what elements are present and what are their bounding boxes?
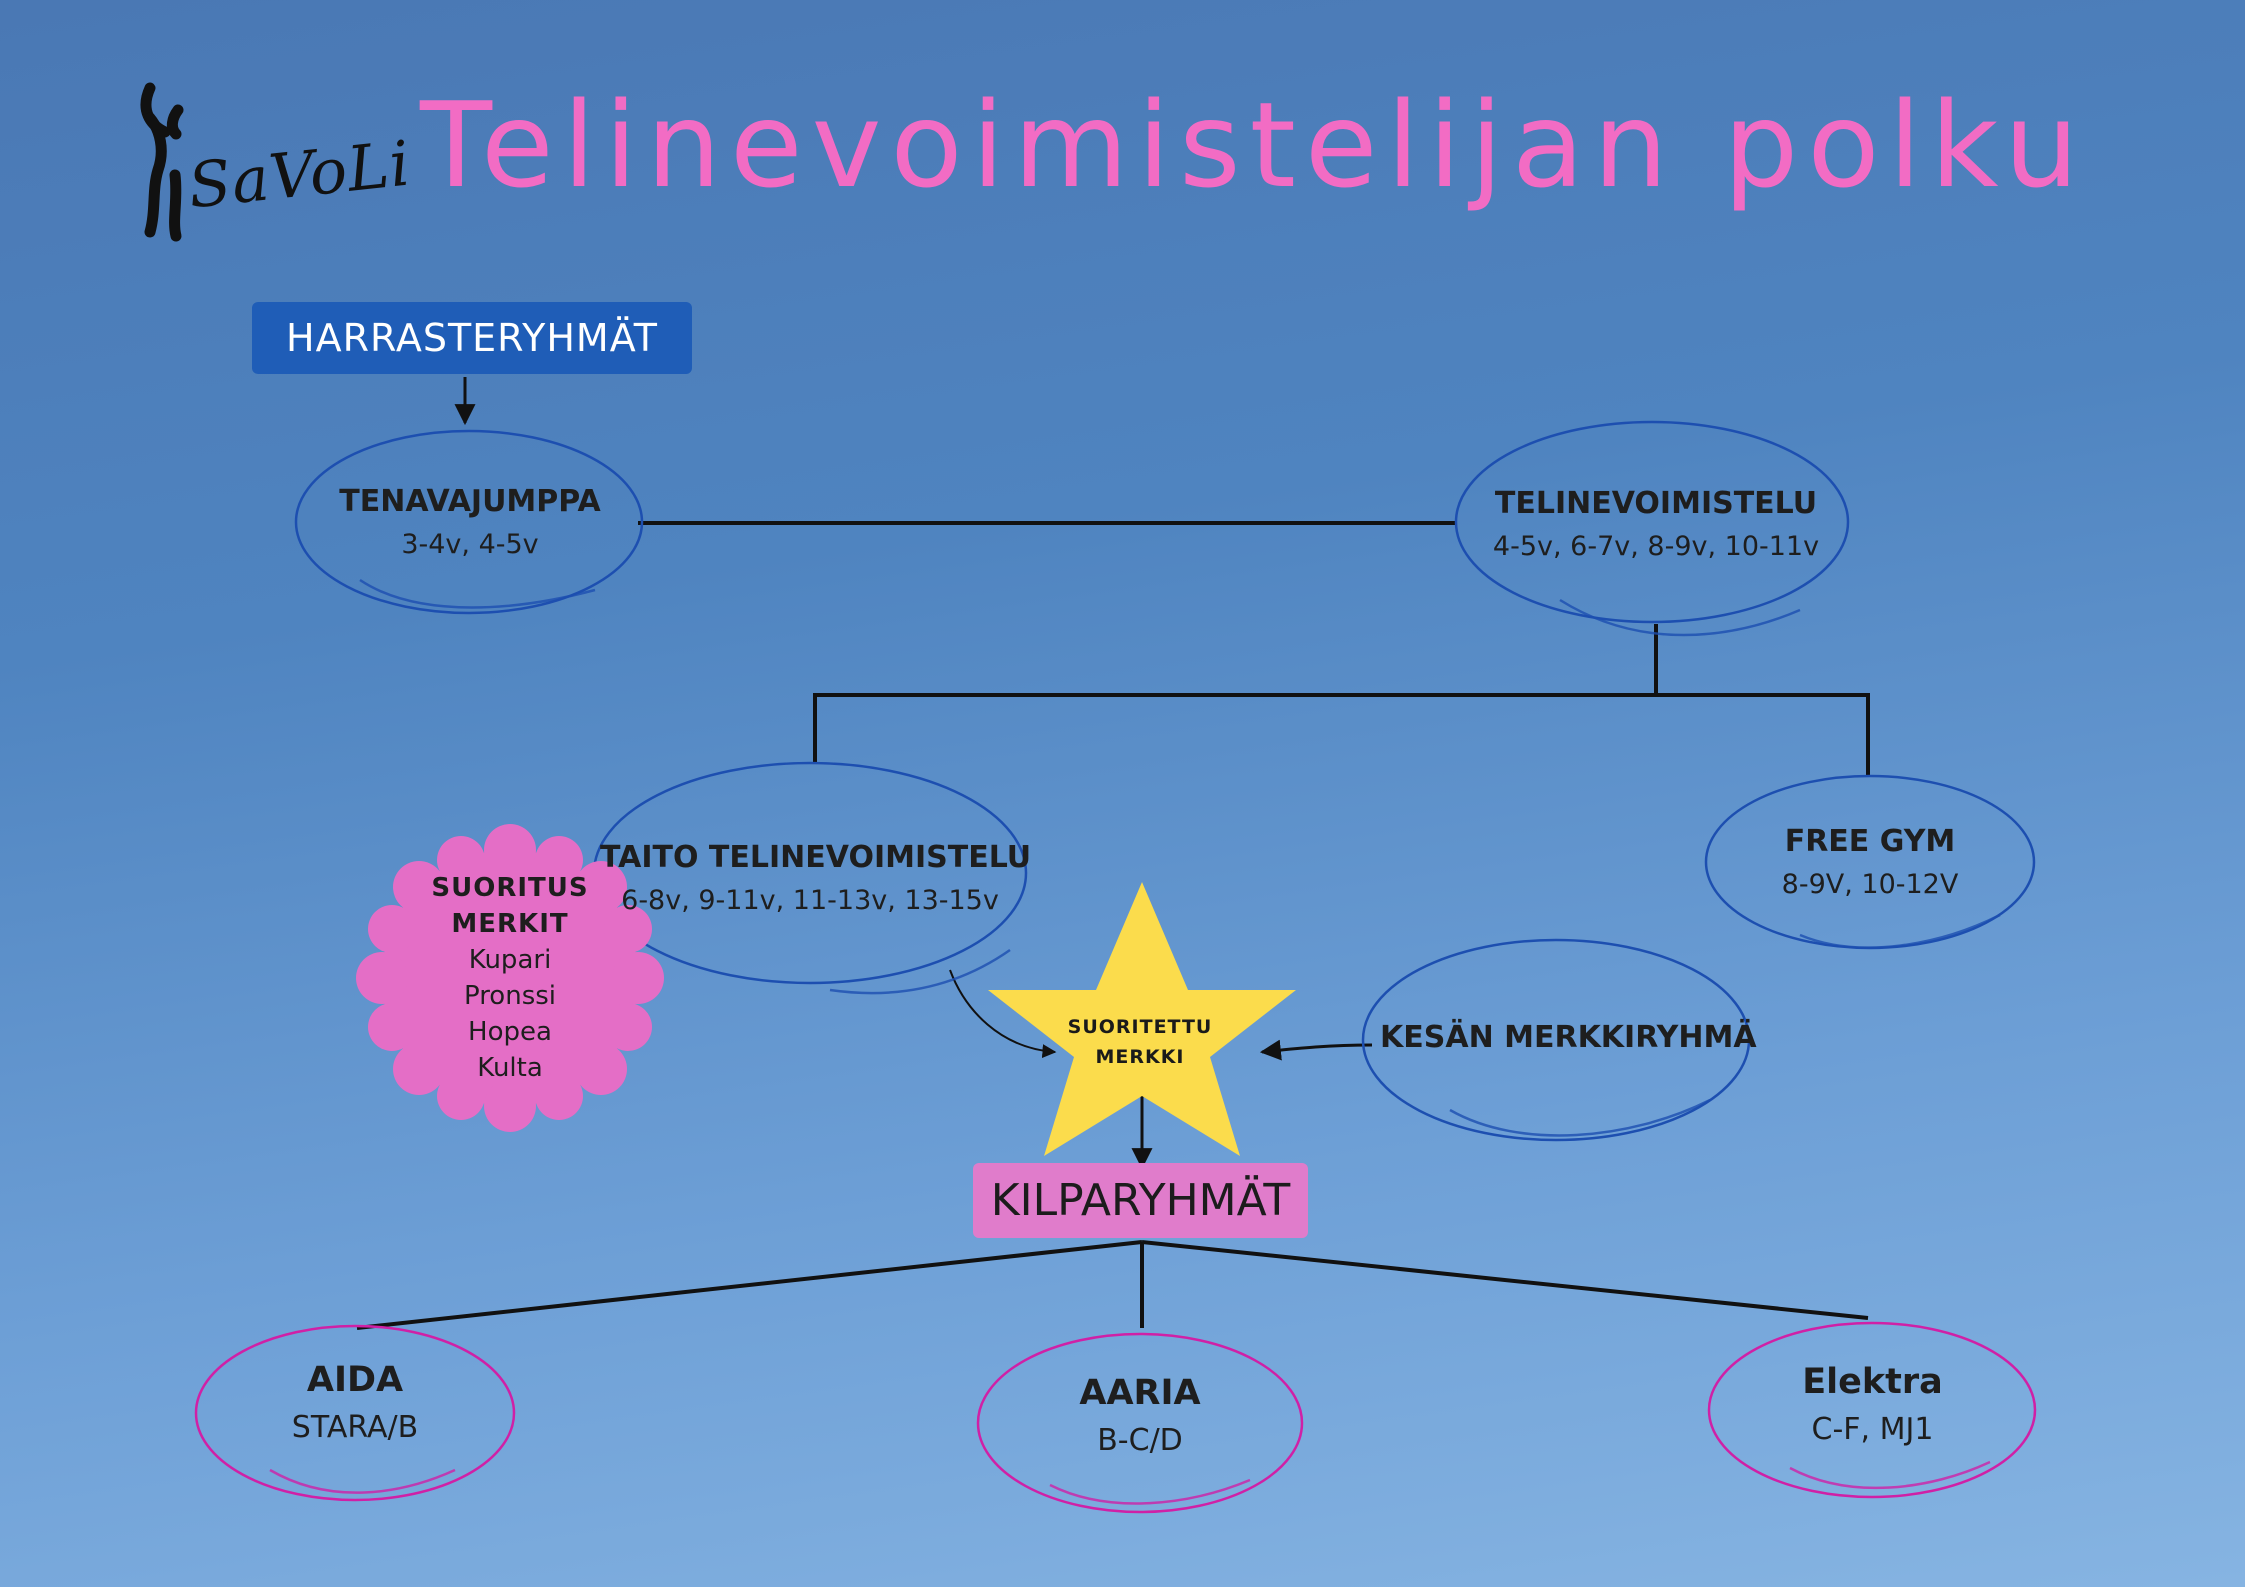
node-elektra: Elektra C-F, MJ1 (1730, 1362, 2015, 1447)
badge-item: Kulta (477, 1053, 543, 1083)
star-label-line1: SUORITETTU (1067, 1016, 1213, 1038)
line-kilpa-to-aida (356, 1240, 1143, 1330)
line-kilpa-to-elektra (1141, 1240, 1869, 1320)
logo-figure (140, 82, 184, 242)
node-aida: AIDA STARA/B (215, 1360, 495, 1445)
badge-title-2: MERKIT (451, 909, 569, 939)
node-aaria: AARIA B-C/D (1000, 1373, 1280, 1458)
node-taito: TAITO TELINEVOIMISTELU 6-8v, 9-11v, 11-1… (600, 840, 1032, 916)
aaria-level: B-C/D (1097, 1423, 1183, 1458)
telinevoimistelu-ages: 4-5v, 6-7v, 8-9v, 10-11v (1492, 531, 1820, 562)
badge-item: Kupari (468, 945, 552, 975)
star-label-line2: MERKKI (1095, 1046, 1185, 1068)
node-telinevoimistelu: TELINEVOIMISTELU 4-5v, 6-7v, 8-9v, 10-11… (1456, 486, 1856, 562)
badge-item: Pronssi (463, 981, 557, 1011)
kilparyhmat-header: KILPARYHMÄT (973, 1163, 1308, 1238)
ellipse-tenavajumppa (294, 429, 644, 615)
logo: SaVoLi (128, 76, 414, 256)
badge-title-1: SUORITUS (431, 873, 589, 903)
freegym-ages: 8-9V, 10-12V (1781, 869, 1959, 900)
ellipse-aaria (976, 1332, 1304, 1514)
node-kesan: KESÄN MERKKIRYHMÄ (1380, 1020, 1757, 1055)
arrow-taito-to-star (949, 969, 1057, 1059)
elektra-title: Elektra (1802, 1362, 1943, 1402)
ellipse-elektra (1707, 1321, 2037, 1499)
ellipse-telinevoimistelu (1454, 420, 1850, 624)
star-label: SUORITETTU MERKKI (1040, 1012, 1240, 1072)
ellipse-aida (194, 1324, 516, 1502)
node-freegym: FREE GYM 8-9V, 10-12V (1720, 824, 2020, 900)
taito-title: TAITO TELINEVOIMISTELU (600, 840, 1032, 875)
taito-ages: 6-8v, 9-11v, 11-13v, 13-15v (621, 885, 999, 916)
star-shape (988, 882, 1296, 1156)
page-title: Telinevoimistelijan polku (420, 76, 2088, 214)
node-tenavajumppa: TENAVAJUMPPA 3-4v, 4-5v (300, 484, 640, 560)
arrow-kesan-to-star (1259, 1039, 1373, 1061)
aaria-title: AARIA (1079, 1373, 1201, 1413)
badge-shape (356, 824, 664, 1132)
ellipse-kesan (1361, 938, 1751, 1142)
badge-item: Hopea (468, 1017, 552, 1047)
harrasteryhmat-header: HARRASTERYHMÄT (252, 302, 692, 374)
freegym-title: FREE GYM (1784, 824, 1956, 859)
suoritus-merkit-badge: SUORITUS MERKIT Kupari Pronssi Hopea Kul… (355, 828, 665, 1128)
telinevoimistelu-title: TELINEVOIMISTELU (1494, 486, 1818, 521)
aida-title: AIDA (306, 1360, 404, 1400)
elektra-level: C-F, MJ1 (1811, 1412, 1934, 1447)
tenavajumppa-title: TENAVAJUMPPA (339, 484, 601, 519)
tenavajumppa-ages: 3-4v, 4-5v (401, 529, 539, 560)
aida-level: STARA/B (291, 1410, 419, 1445)
kesan-title: KESÄN MERKKIRYHMÄ (1380, 1020, 1757, 1055)
